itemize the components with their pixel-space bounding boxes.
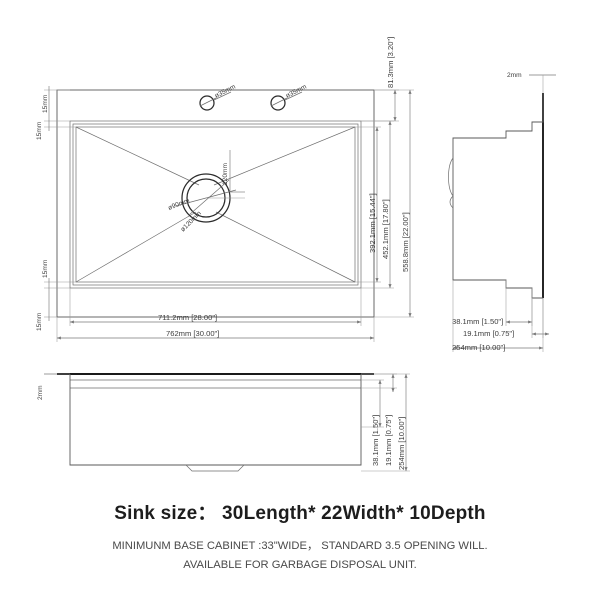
label-left-15mm-d: 15mm [36,312,43,331]
label-left-15mm-c: 15mm [42,259,49,278]
label-faucet-hole-2: ø35mm [285,83,309,100]
label-side-19: 19.1mm [0.75"] [463,329,514,338]
label-drain-90: ø90mm [167,197,191,212]
dim-right-81: 81.3mm [3.20"] [361,37,399,122]
side-bowl-curve-lower [449,195,454,209]
sink-size-title: Sink size： 30Length* 22Width* 10Depth [114,503,486,524]
dim-front-38: 38.1mm [1.50"] [361,379,384,466]
dim-side-2mm: 2mm [507,72,556,93]
faucet-hole-2: ø35mm [270,83,309,111]
front-drain-bump [185,464,245,472]
label-right-558: 558.8mm [22.00"] [401,212,410,272]
top-view: ø90mm ø120mm 120mm ø35mm ø35mm [36,37,414,342]
label-faucet-hole-1: ø35mm [214,83,238,100]
label-front-19: 19.1mm [0.75"] [384,415,393,466]
front-view: 2mm 38.1mm [1.50"] 19.1mm [0.75"] 254mm … [37,373,410,472]
label-front-38: 38.1mm [1.50"] [371,415,380,466]
label-side-38: 38.1mm [1.50"] [452,317,503,326]
label-right-81: 81.3mm [3.20"] [386,37,395,88]
label-left-15mm-b: 15mm [36,121,43,140]
dim-right-452: 452.1mm [17.80"] [361,120,394,289]
label-right-392: 392.1mm [15.44"] [368,193,377,253]
sink-rim-inner-b [72,123,359,286]
dim-drain-offset-120: 120mm [206,150,245,199]
dim-left-15mm-upper: 15mm 15mm [36,86,76,140]
dim-right-392: 392.1mm [15.44"] [355,126,381,283]
dim-bottom-762: 762mm [30.00"] [56,317,375,342]
cabinet-note: MINIMUNM BASE CABINET :33"WIDE， STANDARD… [0,537,600,575]
front-body-outline [69,374,362,466]
label-bottom-711: 711.2mm [28.00"] [158,313,217,322]
dim-right-558: 558.8mm [22.00"] [374,89,414,318]
cabinet-note-line-1: MINIMUNM BASE CABINET :33"WIDE， STANDARD… [112,540,488,552]
side-body-profile [452,93,544,299]
label-right-452: 452.1mm [17.80"] [381,199,390,259]
side-section-view: 2mm 38.1mm [1.50"] 19.1mm [0.75"] 254mm … [448,72,556,352]
label-side-2mm: 2mm [507,72,522,79]
drain-leader-120 [188,179,230,216]
label-front-2mm: 2mm [37,385,44,400]
dim-left-15mm-lower: 15mm 15mm [36,259,76,331]
label-side-254: 254mm [10.00"] [452,343,505,352]
sink-deck-outline [56,89,375,318]
dim-front-2mm: 2mm [37,373,70,400]
sink-rim-inner-a [69,120,362,289]
dim-bottom-711: 711.2mm [28.00"] [69,288,362,326]
dim-side-38: 38.1mm [1.50"] [452,280,533,326]
cabinet-note-line-2: AVAILABLE FOR GARBAGE DISPOSAL UNIT. [183,559,417,571]
dim-front-254: 254mm [10.00"] [361,373,410,472]
label-drain-offset-120: 120mm [222,163,229,185]
caption-block: Sink size： 30Length* 22Width* 10Depth MI… [0,498,600,575]
label-bottom-762: 762mm [30.00"] [166,329,219,338]
basin-slope-lines [75,126,356,283]
side-bowl-curve [448,157,454,197]
sink-basin-floor [75,126,356,283]
label-left-15mm-a: 15mm [42,94,49,113]
label-front-254: 254mm [10.00"] [397,417,406,470]
dim-side-254: 254mm [10.00"] [452,280,544,352]
faucet-hole-1: ø35mm [199,83,238,111]
